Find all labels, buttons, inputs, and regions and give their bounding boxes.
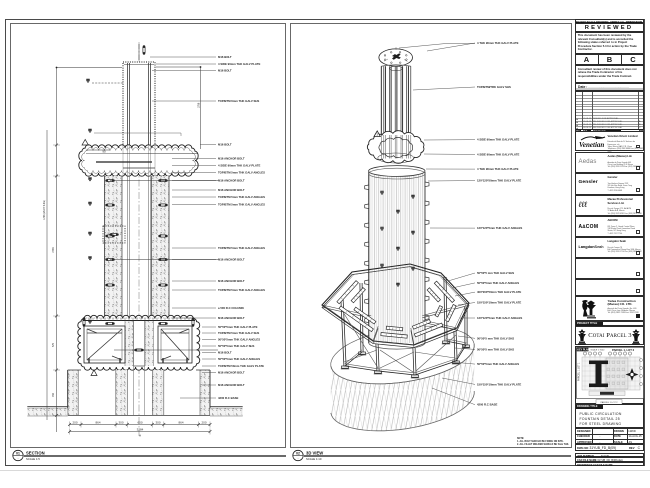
svg-text:TOP/BTM 50mm THK GALV PLATE: TOP/BTM 50mm THK GALV PLATE xyxy=(218,364,264,368)
svg-text:3D VIEW: 3D VIEW xyxy=(306,451,323,456)
svg-text:50*50*5mm THK GALV PLATE: 50*50*5mm THK GALV PLATE xyxy=(218,325,258,329)
svg-text:4 SIDE 90mm THK GALV PLATE: 4 SIDE 90mm THK GALV PLATE xyxy=(477,152,519,156)
svg-text:M16 ANCHOR BOLT: M16 ANCHOR BOLT xyxy=(218,279,245,283)
svg-text:4 SIDE 90mm THK GALV PLATE: 4 SIDE 90mm THK GALV PLATE xyxy=(477,138,519,142)
svg-text:575: 575 xyxy=(52,342,55,347)
svg-text:50*50*5mm THK GALV ANGLES: 50*50*5mm THK GALV ANGLES xyxy=(477,362,519,366)
svg-text:4 SIDE 90mm THK GALV PLATE: 4 SIDE 90mm THK GALV PLATE xyxy=(218,164,260,168)
svg-text:SCALE 1:7500: SCALE 1:7500 xyxy=(590,348,605,351)
svg-text:864: 864 xyxy=(178,420,183,424)
svg-text:90: 90 xyxy=(102,150,106,154)
svg-text:SECTION: SECTION xyxy=(26,451,45,456)
svg-text:3284: 3284 xyxy=(137,427,144,431)
svg-text:2. ALL FILLET WELDED SHOULD BE: 2. ALL FILLET WELDED SHOULD BE 5mm THK. xyxy=(517,443,569,446)
svg-text:TOP/BTM/TRK GALV SHS: TOP/BTM/TRK GALV SHS xyxy=(477,85,511,89)
svg-text:TOP/BTM 5mm THK GALV ANGLES: TOP/BTM 5mm THK GALV ANGLES xyxy=(218,246,265,250)
svg-text:150*150*10mm THK GALV PLATE: 150*150*10mm THK GALV PLATE xyxy=(477,301,521,305)
svg-text:50*50*5 mm THK GALV SHS: 50*50*5 mm THK GALV SHS xyxy=(477,336,514,340)
svg-text:120*120*50mm THK GALV PLATE: 120*120*50mm THK GALV PLATE xyxy=(477,179,521,183)
svg-text:TOP/BTM 5mm THK GALV SHS: TOP/BTM 5mm THK GALV SHS xyxy=(218,331,259,335)
svg-text:02: 02 xyxy=(296,452,300,456)
svg-text:50*50*5mm THK GALV ANGLES: 50*50*5mm THK GALV ANGLES xyxy=(477,281,519,285)
svg-text:50*50*5mm THK GALV ANGLES: 50*50*5mm THK GALV ANGLES xyxy=(218,357,260,361)
svg-text:50*50*5 mm THK GALV SHS: 50*50*5 mm THK GALV SHS xyxy=(477,347,514,351)
svg-text:TOP/BTM 5mm THK GALV ANGLES: TOP/BTM 5mm THK GALV ANGLES xyxy=(218,195,265,199)
svg-text:1788: 1788 xyxy=(198,102,201,108)
svg-text:M16 BOLT: M16 BOLT xyxy=(218,55,232,59)
svg-text:TOP/BTM 5mm THK GALV ANGLES: TOP/BTM 5mm THK GALV ANGLES xyxy=(218,171,265,175)
svg-text:PARCEL 1, LOT 2: PARCEL 1, LOT 2 xyxy=(612,347,635,351)
svg-text:300: 300 xyxy=(155,420,160,424)
svg-text:NOTE:: NOTE: xyxy=(517,438,524,440)
svg-text:300: 300 xyxy=(118,420,123,424)
svg-text:SCALE 1:5: SCALE 1:5 xyxy=(26,457,40,461)
svg-text:M16 ANCHOR BOLT: M16 ANCHOR BOLT xyxy=(218,179,245,183)
svg-text:M16 ANCHOR BOLT: M16 ANCHOR BOLT xyxy=(218,258,245,262)
svg-text:1788 (VARY 9.8m): 1788 (VARY 9.8m) xyxy=(43,200,46,220)
svg-text:50*50*5 mm THK GALV SHS: 50*50*5 mm THK GALV SHS xyxy=(477,271,514,275)
svg-text:120*120*5mm THK GALV ANGLES: 120*120*5mm THK GALV ANGLES xyxy=(477,316,522,320)
svg-text:M16 BOLT: M16 BOLT xyxy=(218,143,232,147)
svg-text:4 THK 90mm THK GALV PLATE: 4 THK 90mm THK GALV PLATE xyxy=(477,41,519,45)
svg-text:50*50*5mm THK GALV SHS: 50*50*5mm THK GALV SHS xyxy=(218,344,254,348)
svg-text:M16 ANCHOR BOLT: M16 ANCHOR BOLT xyxy=(218,371,245,375)
svg-text:M16 BOLT: M16 BOLT xyxy=(218,351,232,355)
svg-text:1. ALL BOLT SHOULD BE FIXING O: 1. ALL BOLT SHOULD BE FIXING ON SITE. xyxy=(517,440,564,443)
svg-text:PARCEL 1 LOT 2: PARCEL 1 LOT 2 xyxy=(600,401,618,404)
svg-text:864: 864 xyxy=(95,420,100,424)
svg-text:50*50*5mm THK GALV ANGLES: 50*50*5mm THK GALV ANGLES xyxy=(218,338,260,342)
svg-text:4200 R.C BASE: 4200 R.C BASE xyxy=(218,396,238,400)
svg-text:M16 ANCHOR BOLT: M16 ANCHOR BOLT xyxy=(218,157,245,161)
svg-text:KEY PLAN: KEY PLAN xyxy=(577,348,589,351)
svg-text:600: 600 xyxy=(137,420,142,424)
svg-text:4 THK 90mm THK GALV PLATE: 4 THK 90mm THK GALV PLATE xyxy=(477,167,519,171)
svg-text:760: 760 xyxy=(52,392,55,397)
svg-text:H: H xyxy=(139,434,141,438)
svg-text:SCALE 1:10: SCALE 1:10 xyxy=(306,457,322,461)
svg-text:200: 200 xyxy=(201,420,206,424)
svg-text:Venetian: Venetian xyxy=(579,141,604,149)
svg-text:-: - xyxy=(18,458,19,461)
svg-text:M16 BOLT: M16 BOLT xyxy=(218,69,232,73)
svg-text:PARCEL 1, LOT 1: PARCEL 1, LOT 1 xyxy=(577,361,580,380)
svg-text:400*200*50mm THK GALV PLATE: 400*200*50mm THK GALV PLATE xyxy=(477,290,521,294)
svg-text:a 500 R.C COLUMN: a 500 R.C COLUMN xyxy=(218,306,244,310)
svg-text:TOP/BTM 5mm THK GALV ANGLES: TOP/BTM 5mm THK GALV ANGLES xyxy=(218,288,265,292)
svg-text:4 SIDE 90mm THK GALV PLATE: 4 SIDE 90mm THK GALV PLATE xyxy=(218,62,260,66)
svg-text:TOP/BTM 6mm THK GALV SHS: TOP/BTM 6mm THK GALV SHS xyxy=(218,99,259,103)
svg-text:M16 ANCHOR BOLT: M16 ANCHOR BOLT xyxy=(218,383,245,387)
svg-text:TOP/BTM 5mm THK GALV ANGLES: TOP/BTM 5mm THK GALV ANGLES xyxy=(218,203,265,207)
svg-text:2765: 2765 xyxy=(52,247,55,253)
svg-text:4200 R.C BASE: 4200 R.C BASE xyxy=(477,403,497,407)
svg-text:-: - xyxy=(298,458,299,461)
svg-text:M16 ANCHOR BOLT: M16 ANCHOR BOLT xyxy=(218,188,245,192)
svg-text:3: 3 xyxy=(376,133,378,137)
svg-text:01: 01 xyxy=(16,452,20,456)
svg-text:M16 ANCHOR BOLT: M16 ANCHOR BOLT xyxy=(218,316,245,320)
svg-text:200: 200 xyxy=(72,420,77,424)
svg-text:150*150*10mm THK GALV PLATE: 150*150*10mm THK GALV PLATE xyxy=(477,382,521,386)
svg-text:120*120*5mm THK GALV ANGLES: 120*120*5mm THK GALV ANGLES xyxy=(477,226,522,230)
